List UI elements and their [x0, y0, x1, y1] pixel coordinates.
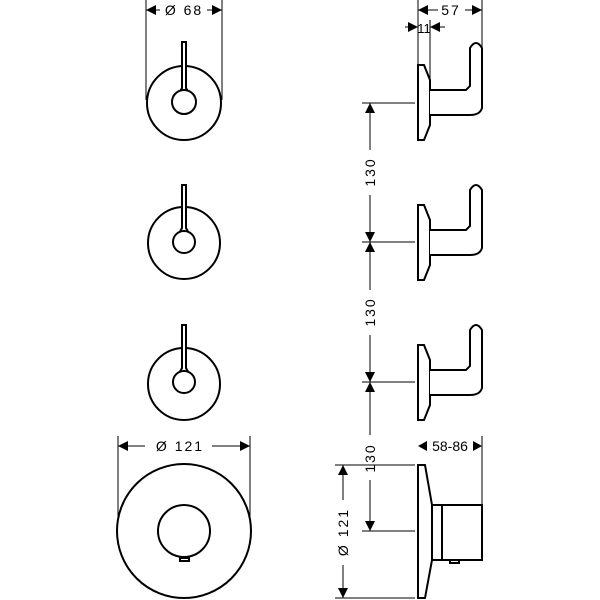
label-thermostat-depth: 58-86 [432, 438, 468, 454]
label-spacing-2: 130 [362, 297, 378, 326]
label-bottom-diameter: Ø 121 [156, 438, 204, 454]
front-view-valve-2 [147, 184, 221, 280]
dimension-spacings: 130 130 130 [362, 102, 415, 532]
dimension-thermostat-depth: 58-86 [418, 436, 483, 505]
label-top-diameter: Ø 68 [165, 2, 203, 18]
dimension-plate-thickness: 11 [405, 20, 445, 90]
dimension-side-diameter: Ø 121 [335, 464, 415, 599]
label-side-depth: 57 [441, 2, 461, 18]
front-view-valve-3 [147, 324, 221, 421]
front-view-valve-1 [146, 41, 222, 141]
side-view-thermostat [417, 464, 483, 599]
front-view-thermostat [116, 463, 252, 599]
side-view-valve-2 [417, 184, 483, 281]
label-spacing-1: 130 [362, 157, 378, 186]
side-view-valve-3 [417, 324, 483, 421]
side-view-valve-1 [417, 42, 483, 141]
dimension-top-diameter: Ø 68 [145, 0, 223, 100]
dimension-bottom-diameter: Ø 121 [117, 436, 251, 530]
label-plate-thickness: 11 [417, 21, 431, 36]
label-spacing-3: 130 [362, 443, 378, 472]
label-side-diameter: Ø 121 [335, 508, 351, 556]
